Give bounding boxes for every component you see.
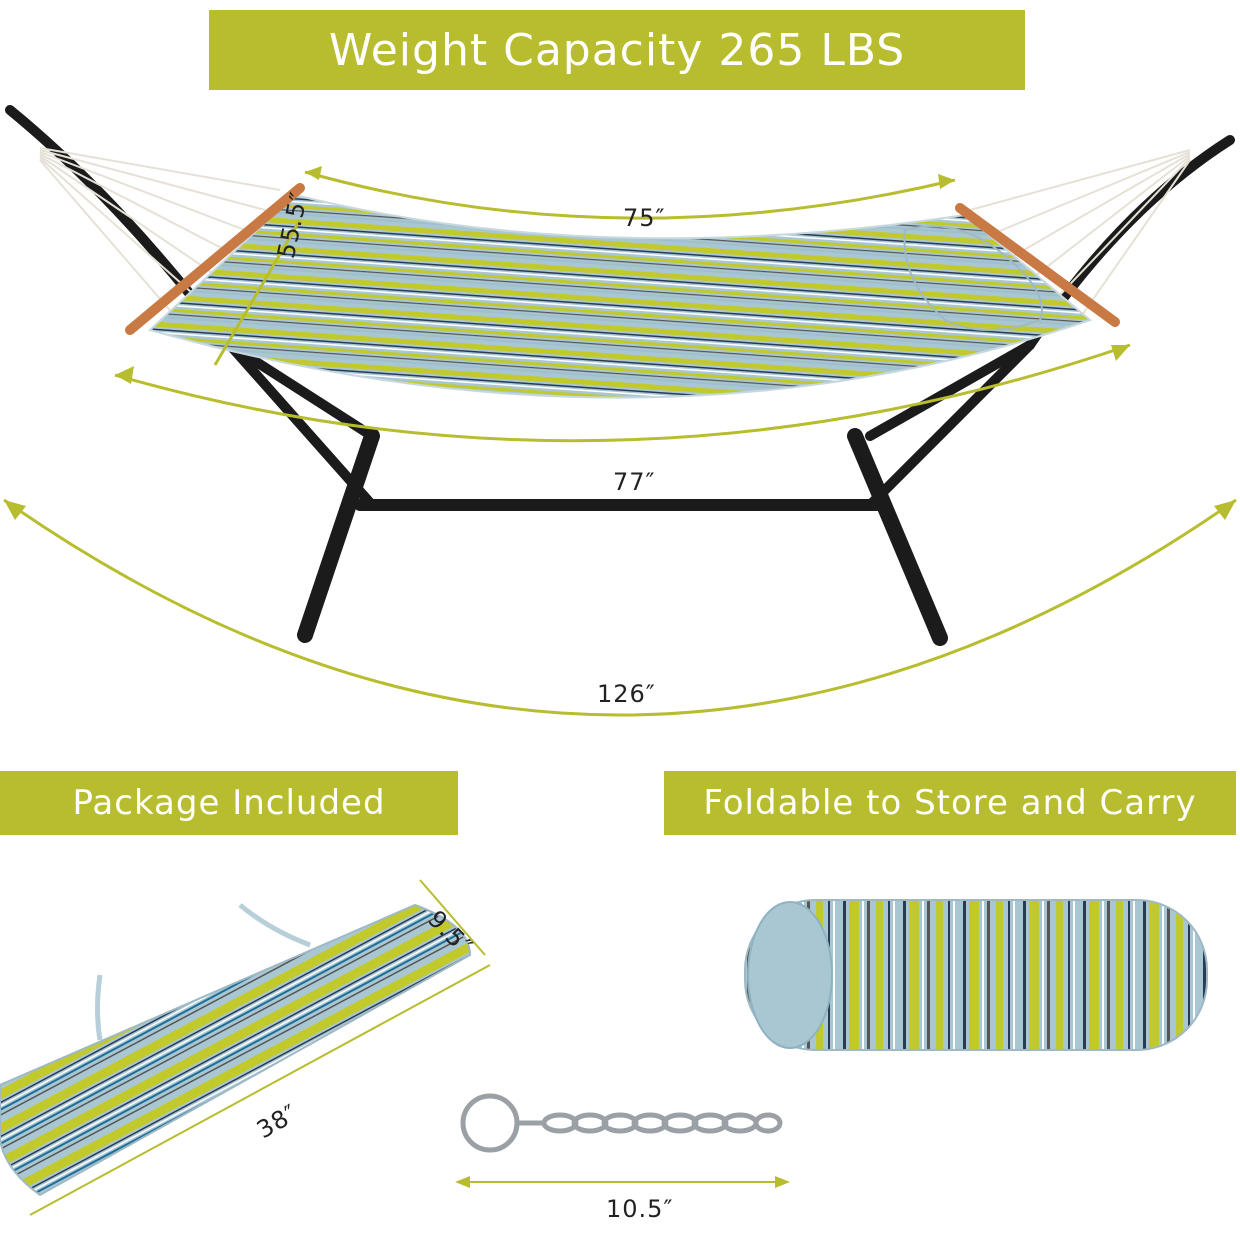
chain-length-label: 10.5″ [606, 1195, 674, 1223]
spreader-span-label: 77″ [613, 468, 656, 496]
left-ropes [39, 147, 281, 323]
chain [460, 1093, 783, 1153]
total-length-label: 126″ [597, 680, 656, 708]
chain-dimension-line [455, 1176, 790, 1188]
hammock-pillow [903, 225, 1043, 331]
rolled-hammock [744, 899, 1208, 1051]
foldable-banner: Foldable to Store and Carry [664, 771, 1236, 835]
carry-bag [0, 903, 472, 1197]
bag-dimension-lines [29, 879, 491, 1216]
dimension-arcs [3, 166, 1237, 717]
weight-capacity-banner: Weight Capacity 265 LBS [209, 10, 1025, 90]
hammock-bed [148, 193, 1093, 399]
package-included-banner: Package Included [0, 771, 458, 835]
right-spreader-bar [955, 203, 1120, 327]
left-spreader-bar [125, 183, 305, 335]
bed-length-label: 75″ [623, 204, 666, 232]
right-ropes [969, 149, 1191, 319]
